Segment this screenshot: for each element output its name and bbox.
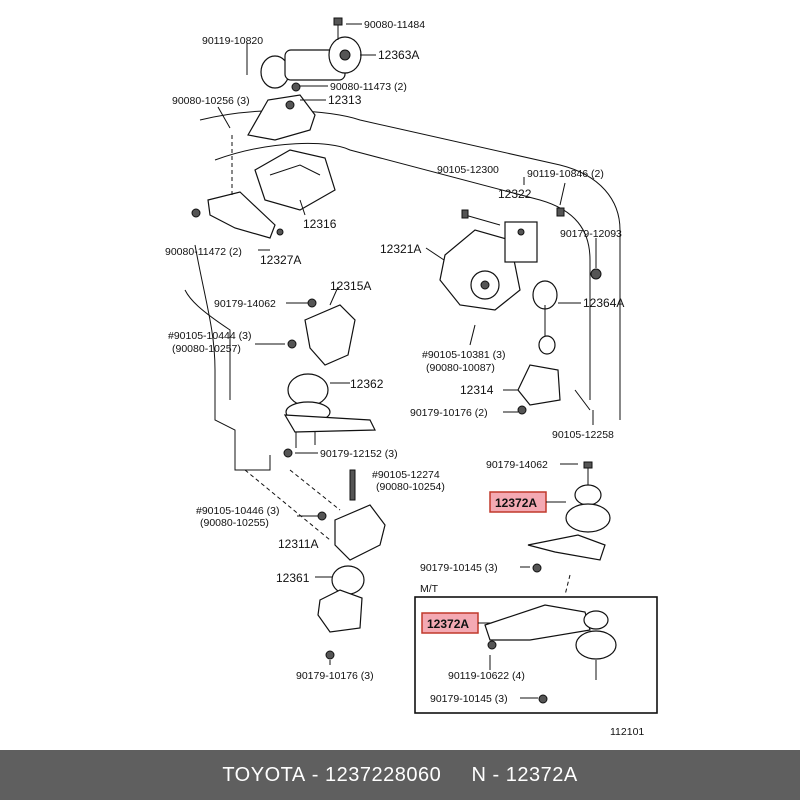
part-12321A[interactable] [439,229,521,311]
highlight-label-lower: 12372A [427,617,469,631]
label-90080-11484: 90080-11484 [364,19,425,31]
label-90105-10444: #90105-10444 (3) [168,330,251,342]
label-90080-11473: 90080-11473 (2) [330,81,407,93]
dashed-links [231,135,571,596]
part-12364A[interactable] [532,207,602,355]
mt-inset-frame [414,596,658,714]
footer-brand: TOYOTA [222,763,306,786]
label-90080-11472: 90080-11472 (2) [165,246,242,258]
footer-bar: TOYOTA - 1237228060 N - 12372A [0,750,800,800]
label-90105-12300: 90105-12300 [437,164,499,176]
label-12363A: 12363A [378,48,419,62]
footer-reference: N - 12372A [471,763,578,786]
label-12316: 12316 [303,217,337,231]
part-12372A-lower[interactable] [484,604,617,704]
footer-part-number: 1237228060 [324,763,442,786]
label-90080-10255: (90080-10255) [200,517,269,529]
label-12364A: 12364A [583,296,624,310]
footer-separator: - [305,763,325,786]
label-90080-10256: 90080-10256 (3) [172,95,250,107]
label-90179-12093: 90179-12093 [560,228,622,240]
label-12361: 12361 [276,571,310,585]
part-12363A[interactable] [260,17,362,89]
label-90179-14062-b: 90179-14062 [486,459,548,471]
label-90179-10176-b: 90179-10176 (3) [296,670,374,682]
part-12313[interactable] [247,82,316,141]
label-12314: 12314 [460,383,494,397]
part-12372A-upper[interactable] [527,461,611,573]
part-12314[interactable] [517,364,591,415]
label-90105-12258: 90105-12258 [552,429,614,441]
label-90080-10254: (90080-10254) [376,481,445,493]
label-90119-10846: 90119-10846 (2) [527,168,604,180]
label-90179-12152: 90179-12152 (3) [320,448,398,460]
label-90080-10257: (90080-10257) [172,343,241,355]
highlight-12372A-upper[interactable]: 12372A [489,491,566,513]
label-90105-12274: #90105-12274 [372,469,440,481]
diagram-number: 112101 [610,726,644,738]
label-12313: 12313 [328,93,362,107]
label-90105-10381: #90105-10381 (3) [422,349,505,361]
label-90179-10145-b: 90179-10145 (3) [430,693,508,705]
part-12327A[interactable] [191,191,284,239]
label-90179-14062-a: 90179-14062 [214,298,276,310]
subframe-outline [184,110,621,471]
part-12315A[interactable] [287,298,356,366]
label-90119-10820: 90119-10820 [202,35,263,47]
label-90080-10087: (90080-10087) [426,362,495,374]
part-12362[interactable] [283,373,376,458]
part-12311A[interactable] [317,469,386,561]
label-12362: 12362 [350,377,384,391]
label-12327A: 12327A [260,253,301,267]
highlight-label-upper: 12372A [495,496,537,510]
label-mt: M/T [420,583,439,595]
leader-lines [217,23,597,699]
label-12311A: 12311A [278,537,318,551]
label-90105-10446: #90105-10446 (3) [196,505,279,517]
part-12322[interactable] [461,209,538,263]
label-90119-10622: 90119-10622 (4) [448,670,525,682]
label-12321A: 12321A [380,242,421,256]
label-12322: 12322 [498,187,532,201]
part-12316[interactable] [254,149,336,211]
parts-diagram: 90080-11484 90119-10820 12363A 90080-114… [165,17,658,738]
label-90179-10176-a: 90179-10176 (2) [410,407,488,419]
part-12361[interactable] [317,565,365,660]
label-12315A: 12315A [330,279,371,293]
label-90179-10145-a: 90179-10145 (3) [420,562,498,574]
footer-spacer [441,764,471,787]
highlight-12372A-lower[interactable]: 12372A [421,612,492,634]
